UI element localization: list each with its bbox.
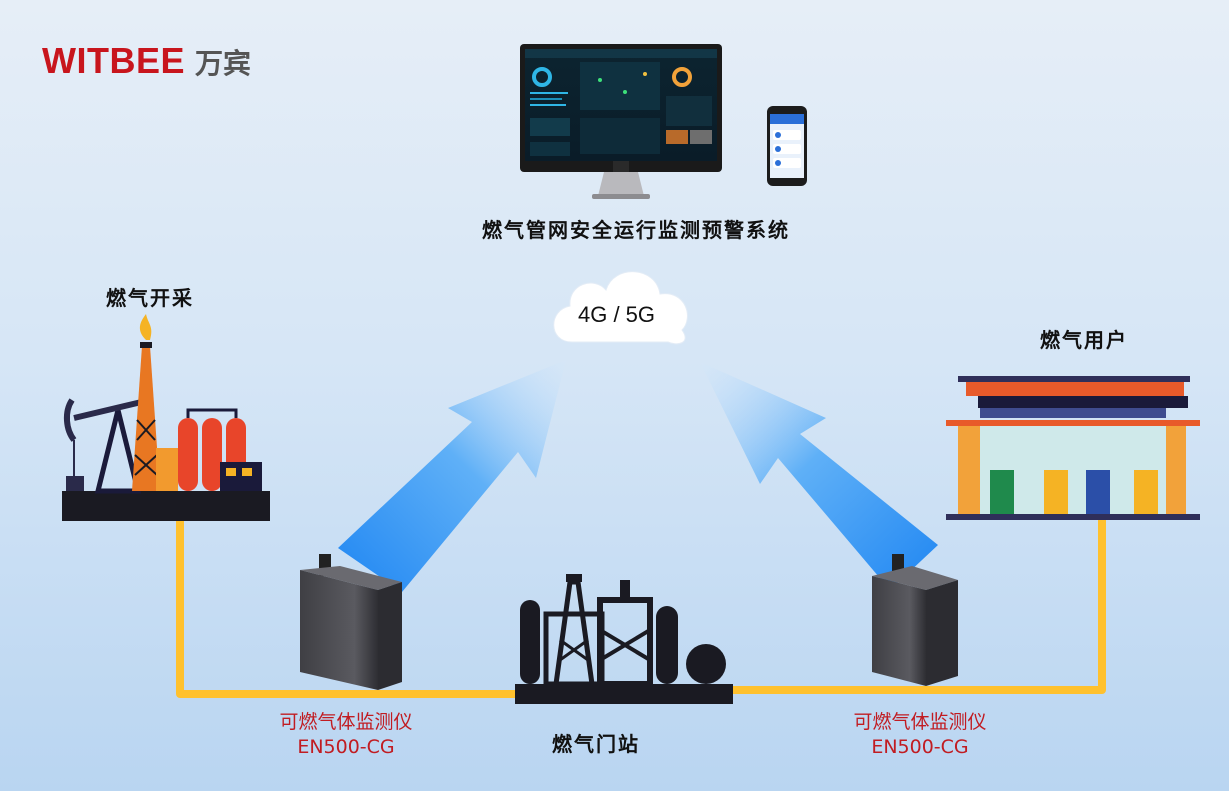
uplink-arrow-left (338, 360, 566, 592)
cloud-icon (553, 271, 688, 345)
device-label-left: 可燃气体监测仪 EN500-CG (246, 710, 446, 760)
gas-detector-right-icon (872, 554, 958, 686)
gas-user-station-icon (946, 376, 1200, 520)
brand-name-en: WITBEE (42, 40, 185, 81)
gas-pipeline (176, 518, 1106, 698)
node-label-extraction: 燃气开采 (106, 286, 194, 310)
device-model: EN500-CG (871, 736, 969, 758)
uplink-arrow-right (700, 362, 938, 590)
monitor-icon (520, 44, 722, 199)
node-label-user: 燃气用户 (1040, 328, 1128, 352)
gas-extraction-icon (62, 314, 270, 521)
network-label: 4G / 5G (578, 302, 656, 327)
gas-gate-station-icon (515, 574, 733, 704)
device-model: EN500-CG (297, 736, 395, 758)
node-label-gate-station: 燃气门站 (552, 732, 640, 756)
gas-detector-left-icon (300, 554, 402, 690)
device-label-right: 可燃气体监测仪 EN500-CG (820, 710, 1020, 760)
device-name: 可燃气体监测仪 (279, 711, 413, 733)
brand-logo: WITBEE 万宾 (42, 40, 251, 82)
system-title: 燃气管网安全运行监测预警系统 (482, 218, 790, 242)
brand-name-cn: 万宾 (195, 47, 252, 80)
device-name: 可燃气体监测仪 (853, 711, 987, 733)
smartphone-icon (767, 106, 807, 186)
